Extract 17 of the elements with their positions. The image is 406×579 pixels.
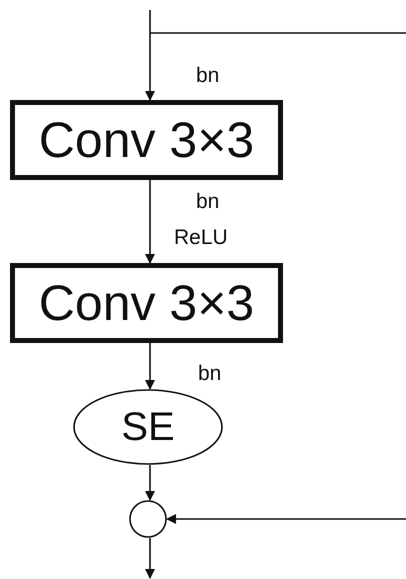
node-label: SE	[121, 404, 175, 450]
arrow	[145, 180, 155, 264]
layer-annotation: ReLU	[174, 226, 228, 250]
process-box	[10, 263, 283, 343]
arrow	[145, 465, 155, 501]
process-ellipse	[73, 389, 223, 465]
layer-annotation: bn	[196, 190, 220, 214]
node-label: Conv 3×3	[38, 274, 254, 332]
process-box	[10, 100, 283, 180]
layer-annotation: bn	[198, 362, 222, 386]
arrow	[145, 538, 155, 579]
arrow	[150, 32, 406, 524]
arrow	[145, 10, 155, 101]
sum-node-circle	[129, 500, 167, 538]
layer-annotation: bn	[196, 64, 220, 88]
arrow	[145, 343, 155, 390]
node-label: Conv 3×3	[38, 111, 254, 169]
